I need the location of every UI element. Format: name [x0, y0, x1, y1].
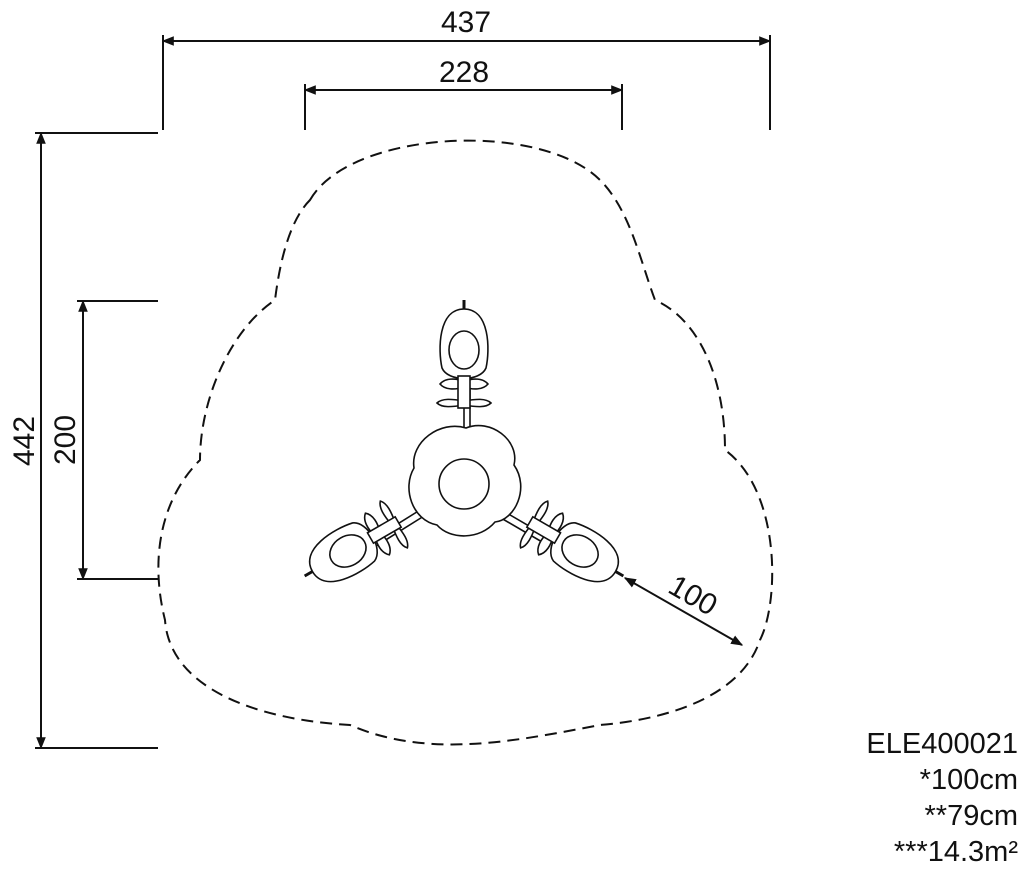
- overall-height-label: 442: [8, 416, 41, 466]
- inner-height-label: 200: [49, 415, 82, 465]
- overall-width-label: 437: [441, 6, 491, 39]
- seat-left: [303, 500, 409, 583]
- dimension-radius: [623, 577, 744, 646]
- seat-right: [519, 500, 625, 583]
- seat-top: [435, 300, 493, 409]
- product-code: ELE400021: [866, 728, 1018, 760]
- dimension-overall-height: [35, 131, 158, 750]
- dimension-overall-width: [161, 35, 772, 130]
- safety-zone-outline: [157, 139, 774, 746]
- product-info: ELE400021 *100cm **79cm ***14.3m²: [798, 726, 1018, 870]
- inner-width-label: 228: [439, 56, 489, 89]
- center-disc: [438, 458, 490, 510]
- info-line-1: *100cm: [919, 764, 1018, 796]
- info-line-2: **79cm: [924, 800, 1019, 832]
- info-line-3: ***14.3m²: [893, 836, 1018, 868]
- spring-rocker-equipment: [303, 300, 625, 583]
- dimension-inner-height: [77, 299, 158, 581]
- dimension-inner-width: [303, 84, 624, 130]
- radius-label: 100: [663, 569, 723, 623]
